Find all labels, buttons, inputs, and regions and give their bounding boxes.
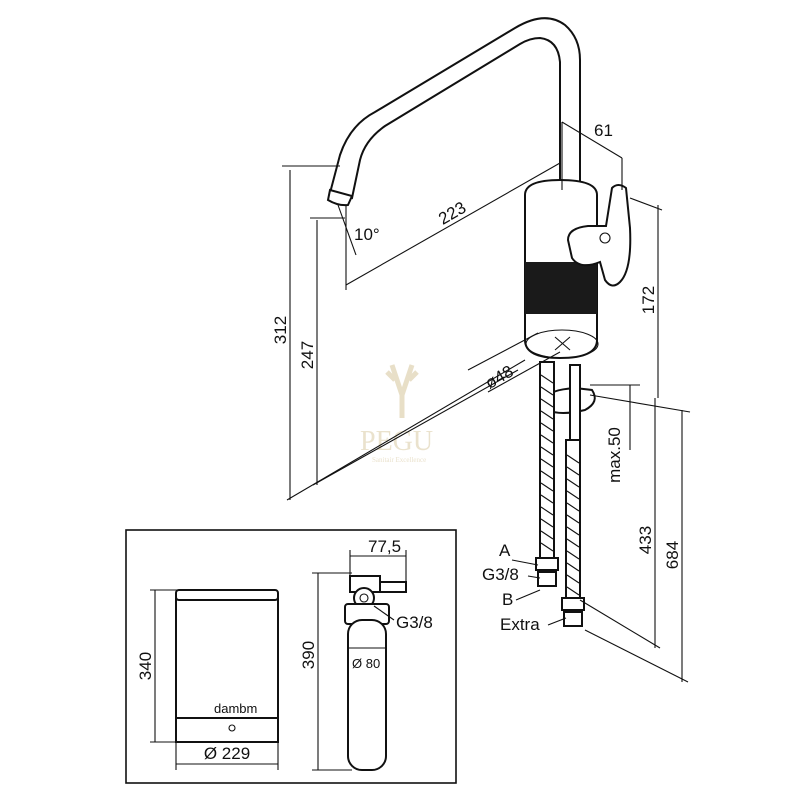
dim-filter-diameter: Ø 80 (352, 656, 380, 671)
dim-filter-width: 77,5 (368, 537, 401, 556)
faucet-nozzle (326, 188, 354, 207)
dim-boiler-diameter: Ø 229 (204, 744, 250, 763)
dim-hose-length: 433 (636, 526, 655, 554)
dim-spout-angle: 10° (354, 225, 380, 244)
inset-panel: dambm 340 Ø 229 77,5 G3/8 (125, 529, 457, 784)
supply-hoses (535, 361, 585, 627)
label-conn-extra: Extra (500, 615, 540, 634)
label-conn-thread: G3/8 (482, 565, 519, 584)
dim-total-height: 312 (271, 316, 290, 344)
boiler-unit: dambm (175, 589, 279, 743)
watermark-logo: PEGU Sanitair Excellence (360, 364, 433, 464)
dim-base-diameter: ø48 (482, 362, 517, 393)
dim-filter-height: 390 (299, 641, 318, 669)
dim-spout-height: 247 (298, 341, 317, 369)
threaded-rod (569, 364, 581, 446)
faucet-ring (525, 262, 597, 314)
label-conn-b: B (502, 590, 513, 609)
label-conn-a: A (499, 541, 511, 560)
boiler-brand-label: dambm (214, 701, 257, 716)
dim-max-deck: max.50 (605, 427, 624, 483)
dim-lever-height: 172 (639, 286, 658, 314)
watermark-tagline: Sanitair Excellence (372, 456, 426, 464)
dim-spout-reach: 223 (435, 198, 469, 229)
filter-unit (344, 575, 407, 771)
dim-lever-offset: 61 (594, 121, 613, 140)
dim-boiler-height: 340 (136, 652, 155, 680)
mixer-lever (566, 184, 632, 287)
filter-thread-label: G3/8 (396, 613, 433, 632)
dim-total-below: 684 (663, 541, 682, 569)
faucet-spout (328, 17, 581, 200)
faucet-drawing: 312 247 223 10° 61 172 ø48 max.50 (271, 17, 691, 683)
